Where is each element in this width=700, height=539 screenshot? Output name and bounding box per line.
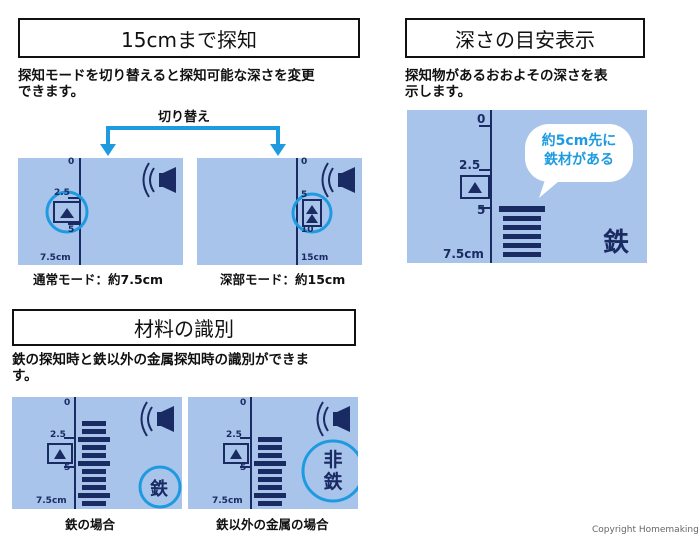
section-title-text: 15cmまで探知	[121, 27, 257, 52]
speaker-icon	[321, 162, 355, 198]
normal-mode-caption: 通常モード：約7.5cm	[33, 272, 164, 287]
scale-tick-0: 0	[477, 112, 486, 126]
scale-tick-0: 0	[301, 157, 308, 167]
section-title-text: 深さの目安表示	[455, 27, 595, 52]
section-title-material-id: 材料の識別	[12, 309, 356, 346]
up-arrow-icon	[60, 208, 74, 218]
switch-label: 切り替え	[158, 110, 211, 125]
nonferrous-caption: 鉄以外の金属の場合	[216, 517, 329, 532]
scale-tick-3: 15cm	[301, 253, 329, 263]
nonferrous-mark: 非 鉄	[321, 449, 345, 493]
bubble-line: 約5cm先に	[541, 133, 617, 149]
scale-tick-0: 0	[68, 157, 75, 167]
lcd-iron-detected: 0 2.5 5 7.5cm 鉄	[12, 397, 182, 509]
scale-tick-3: 7.5cm	[212, 496, 243, 506]
iron-bars-indicator	[78, 421, 110, 506]
section-description: 鉄の探知時と鉄以外の金属探知時の識別ができま す。	[12, 352, 309, 384]
lcd-nonferrous-detected: 0 2.5 5 7.5cm 非 鉄	[188, 397, 358, 509]
lcd-normal-mode: 0 2.5 5 7.5cm	[18, 157, 183, 265]
mark-line: 非	[323, 449, 343, 471]
scale-tick-1: 2.5	[226, 430, 242, 440]
scale-tick-1: 5	[301, 190, 308, 200]
scale-tick-3: 7.5cm	[443, 247, 484, 261]
desc-line: 探知モードを切り替えると探知可能な深さを変更	[18, 68, 315, 84]
mode-switch-arrow	[100, 126, 286, 156]
mark-line: 鉄	[323, 471, 343, 493]
iron-caption: 鉄の場合	[65, 517, 116, 532]
iron-mark: 鉄	[150, 479, 168, 500]
section-title-detect-15cm: 15cmまで探知	[18, 18, 360, 58]
desc-line: 探知物があるおおよその深さを表	[405, 68, 608, 84]
bubble-line: 鉄材がある	[544, 152, 614, 168]
scale-tick-0: 0	[240, 398, 247, 408]
speaker-icon	[316, 401, 350, 437]
up-arrow-icon	[468, 182, 482, 193]
metal-bars-indicator	[254, 437, 286, 506]
deep-mode-caption: 深部モード：約15cm	[220, 272, 346, 287]
up-arrow-icon	[54, 449, 66, 459]
bubble-text: 約5cm先に 鉄材がある	[525, 132, 633, 170]
desc-line: できます。	[18, 84, 85, 100]
lcd-deep-mode: 0 5 10 15cm	[197, 157, 362, 265]
section-title-text: 材料の識別	[134, 317, 234, 341]
scale-tick-2: 10	[301, 225, 314, 235]
double-up-arrow-icon	[306, 205, 318, 223]
section-title-depth-indicator: 深さの目安表示	[405, 18, 645, 58]
iron-bars-indicator	[499, 206, 545, 257]
copyright: Copyright Homemaking	[592, 525, 699, 535]
scale-tick-2: 5	[240, 463, 247, 473]
scale-tick-1: 2.5	[459, 158, 481, 172]
scale-tick-1: 2.5	[50, 430, 66, 440]
desc-line: 鉄の探知時と鉄以外の金属探知時の識別ができま	[12, 352, 309, 368]
lcd-depth-display: 0 2.5 5 7.5cm 約5cm先に 鉄材がある 鉄	[407, 110, 647, 263]
scale-tick-1: 2.5	[54, 188, 70, 198]
scale-tick-3: 7.5cm	[40, 253, 71, 263]
section-description: 探知物があるおおよその深さを表 示します。	[405, 68, 608, 100]
scale-tick-3: 7.5cm	[36, 496, 67, 506]
scale-tick-0: 0	[64, 398, 71, 408]
desc-line: す。	[12, 368, 38, 384]
iron-mark: 鉄	[603, 228, 630, 258]
scale-tick-2: 5	[477, 203, 486, 217]
speaker-icon	[142, 162, 176, 198]
section-description: 探知モードを切り替えると探知可能な深さを変更 できます。	[18, 68, 315, 100]
speaker-icon	[140, 401, 174, 437]
scale-tick-2: 5	[68, 225, 75, 235]
desc-line: 示します。	[405, 84, 472, 100]
up-arrow-icon	[230, 449, 242, 459]
speech-bubble	[525, 124, 633, 198]
scale-tick-2: 5	[64, 463, 71, 473]
